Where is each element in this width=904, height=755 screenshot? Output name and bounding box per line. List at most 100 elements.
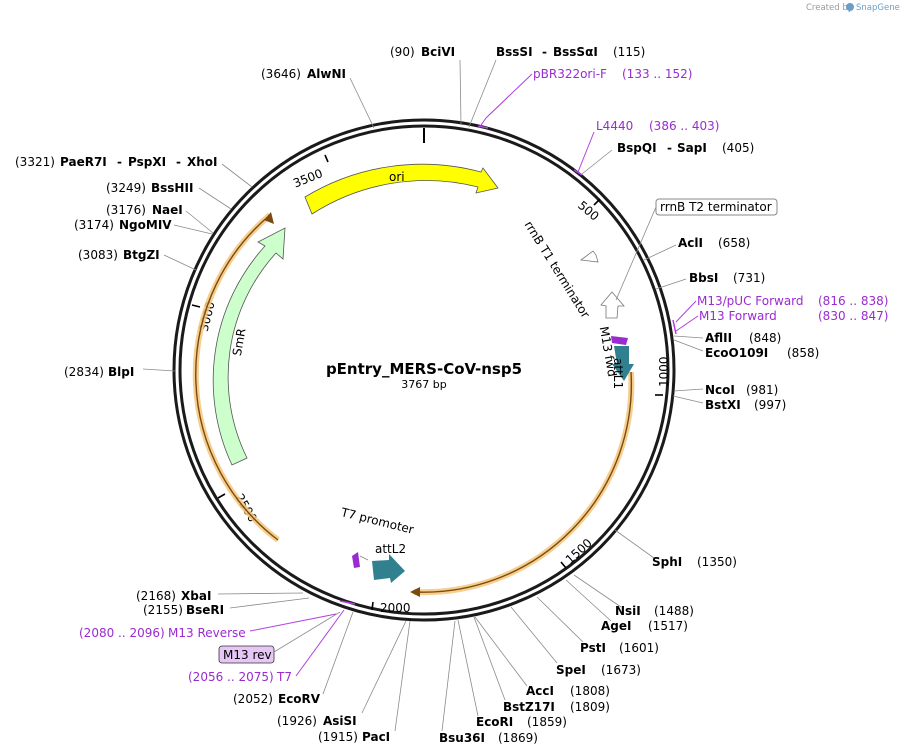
primer-m13-puc-forward: M13/pUC Forward [697,294,804,308]
plasmid-name: pEntry_MERS-CoV-nsp5 [326,360,522,378]
leader-bsu36i [441,620,456,732]
t7-primer-glyph [352,552,360,568]
leader-spei [510,606,558,664]
primer-m13-reverse: M13 Reverse [168,626,246,640]
orf2-arc [195,214,279,541]
site-agei-pos: (1517) [648,619,688,633]
site-ecoo109i-pos: (858) [787,346,819,360]
primer-pbr322ori-f: pBR322ori-F [533,67,607,81]
site-xhoi: XhoI [187,155,218,169]
site-bstxi-pos: (997) [754,398,786,412]
orf-highlight-arc [413,371,635,596]
site-acli: AclI [678,236,703,250]
site-blpi: BlpI [108,365,134,379]
site-bsssi-pos: (115) [613,45,645,59]
m13-rev-feature-label: M13 rev [223,648,272,662]
tick-label-3500: 3500 [291,166,325,190]
attl2-arrow [372,554,405,583]
credit-brand: SnapGene [856,3,900,13]
primer-l4440: L4440 [596,119,633,133]
site-paci: PacI [362,730,390,744]
site-asisi-pos: (1926) [277,714,317,728]
site-bstz17i: BstZ17I [503,700,555,714]
site-bsssai: BssSαI [553,45,598,59]
site-bsshii-pos: (3249) [106,181,146,195]
leader-xhoi [221,163,253,188]
leader-bstz17i [473,616,506,701]
site-pspxi-sep: - [176,155,181,169]
m13-fwd-primer-icon [611,336,628,345]
tick-500 [593,198,601,206]
site-spei-pos: (1673) [601,663,641,677]
leader-pbr322ori-f [478,73,533,129]
site-psti: PstI [580,641,606,655]
site-bseri: BseRI [186,603,224,617]
leader-l4440 [577,131,595,173]
leader-ngomiv [173,224,213,235]
leader-ecoo109i [673,339,704,352]
site-nsii-pos: (1488) [654,604,694,618]
smr-feature-arrow [212,227,286,466]
tick-1500 [560,561,567,569]
primer-m13-forward-range: (830 .. 847) [818,309,888,323]
leader-sphi [614,529,655,559]
leader-psti [536,596,584,643]
site-acci-pos: (1808) [570,684,610,698]
tick-3500 [324,154,329,163]
site-bsu36i: Bsu36I [439,731,485,745]
t7-glyph-line [359,555,369,561]
credit-text: Created by [806,3,853,13]
site-ngomiv-pos: (3174) [74,218,114,232]
leader-acli [643,244,677,261]
site-spei: SpeI [556,663,586,677]
rrnb-t2-leader [615,206,657,301]
leader-m13-puc-forward [675,300,697,323]
leader-naei [185,210,214,234]
leader-aflii [673,335,704,339]
tick-label-1500: 1500 [563,536,595,567]
site-xbai: XbaI [181,589,211,603]
site-ecori-pos: (1859) [527,715,567,729]
leader-alwni [349,77,375,129]
leader-bsssi [468,59,497,128]
site-ncoi: NcoI [705,383,735,397]
site-acci: AccI [526,684,554,698]
site-bspqi: BspQI [617,141,657,155]
site-naei-pos: (3176) [106,203,146,217]
primer-m13-puc-forward-range: (816 .. 838) [818,294,888,308]
ori-label: ori [389,170,405,184]
snapgene-logo-icon [846,3,854,11]
site-acli-pos: (658) [718,236,750,250]
site-asisi: AsiSI [323,714,357,728]
site-ncoi-pos: (981) [746,383,778,397]
site-bstxi: BstXI [705,398,741,412]
site-bsshii: BssHII [151,181,193,195]
site-bcivi: BciVI [421,45,455,59]
leader-ecori [457,619,479,717]
tick-label-2000: 2000 [380,601,411,615]
tick-3000 [191,304,201,308]
site-pspxi: PspXI [128,155,166,169]
site-paer7i-sep: - [117,155,122,169]
site-ecoo109i: EcoO109I [705,346,768,360]
orf2-arrowhead [264,212,274,224]
site-bspqi-sep: - [667,141,672,155]
site-bstz17i-pos: (1809) [570,700,610,714]
attl1-label: attL1 [611,358,625,389]
primer-m13r-mark [339,600,356,605]
site-sphi: SphI [652,555,682,569]
primer-m13-forward: M13 Forward [699,309,777,323]
primer-pbr322-mark [477,125,489,129]
site-paer7i: PaeR7I [60,155,107,169]
rrnb-t2-terminator-icon [600,291,625,319]
primer-pbr322ori-f-range: (133 .. 152) [622,67,692,81]
leader-nsii [573,574,622,608]
leader-acci [474,616,528,687]
site-bbsi: BbsI [689,271,718,285]
tick-2500 [217,493,226,499]
primer-m13-reverse-range: (2080 .. 2096) [79,626,165,640]
leader-blpi [142,368,176,372]
leader-t7 [295,609,345,677]
leader-bbsi [655,278,687,290]
